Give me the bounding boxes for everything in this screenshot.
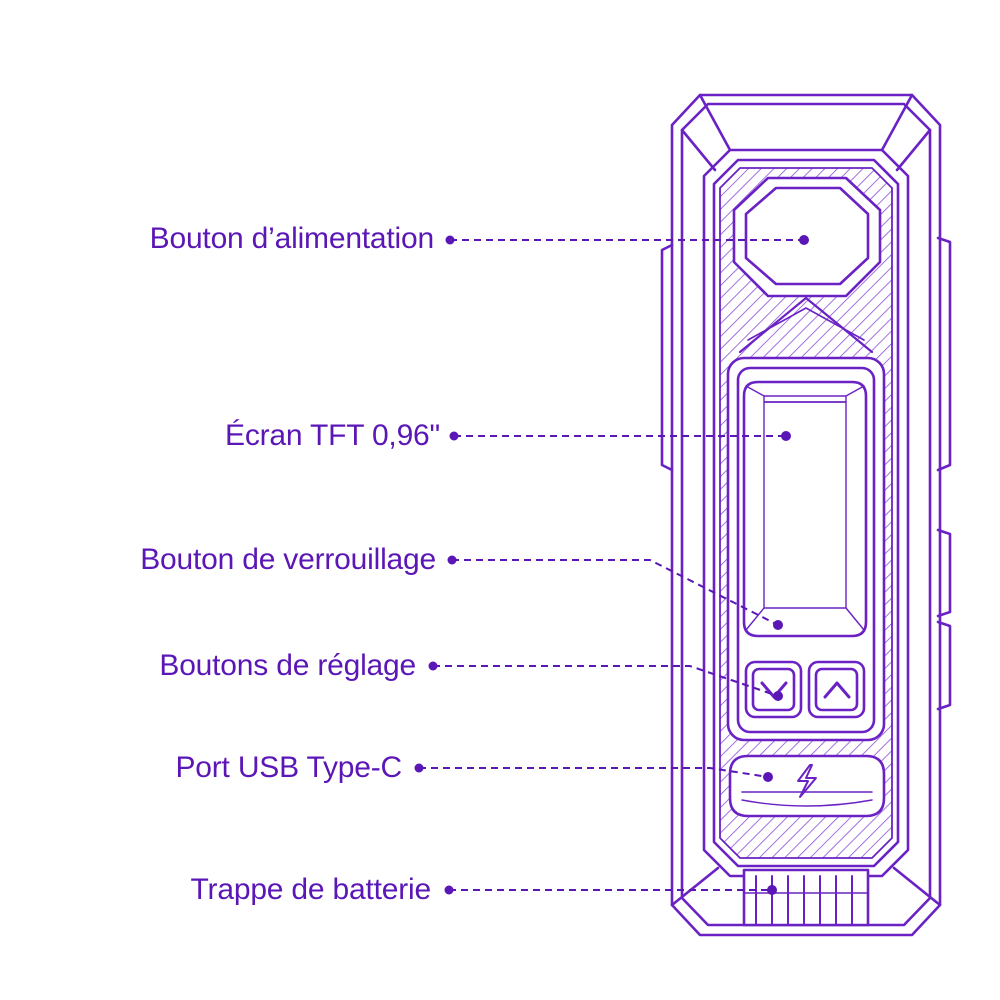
label-adjust-buttons: Boutons de réglage	[159, 649, 416, 682]
usb-port-cover	[728, 754, 886, 818]
up-button	[807, 660, 866, 719]
label-tft-screen: Écran TFT 0,96"	[225, 419, 440, 452]
chevron-up-icon	[823, 681, 851, 699]
battery-door	[742, 868, 870, 927]
left-side-grip	[660, 243, 674, 472]
callout-line-adjust	[433, 665, 779, 697]
callout-line-usb	[419, 767, 769, 778]
tft-screen	[742, 380, 868, 638]
label-power-button: Bouton d’alimentation	[149, 222, 435, 255]
right-side-grip-top	[936, 236, 952, 472]
lightning-icon	[797, 764, 817, 798]
right-side-grip-lower	[936, 528, 952, 618]
callout-line-lock	[452, 559, 779, 626]
down-button	[744, 660, 803, 719]
device-inner-frame	[702, 148, 910, 878]
label-battery-door: Trappe de batterie	[190, 873, 432, 906]
label-lock-button: Bouton de verrouillage	[140, 543, 436, 576]
label-usb-port: Port USB Type-C	[175, 751, 402, 784]
device-outer-shell	[670, 93, 942, 937]
